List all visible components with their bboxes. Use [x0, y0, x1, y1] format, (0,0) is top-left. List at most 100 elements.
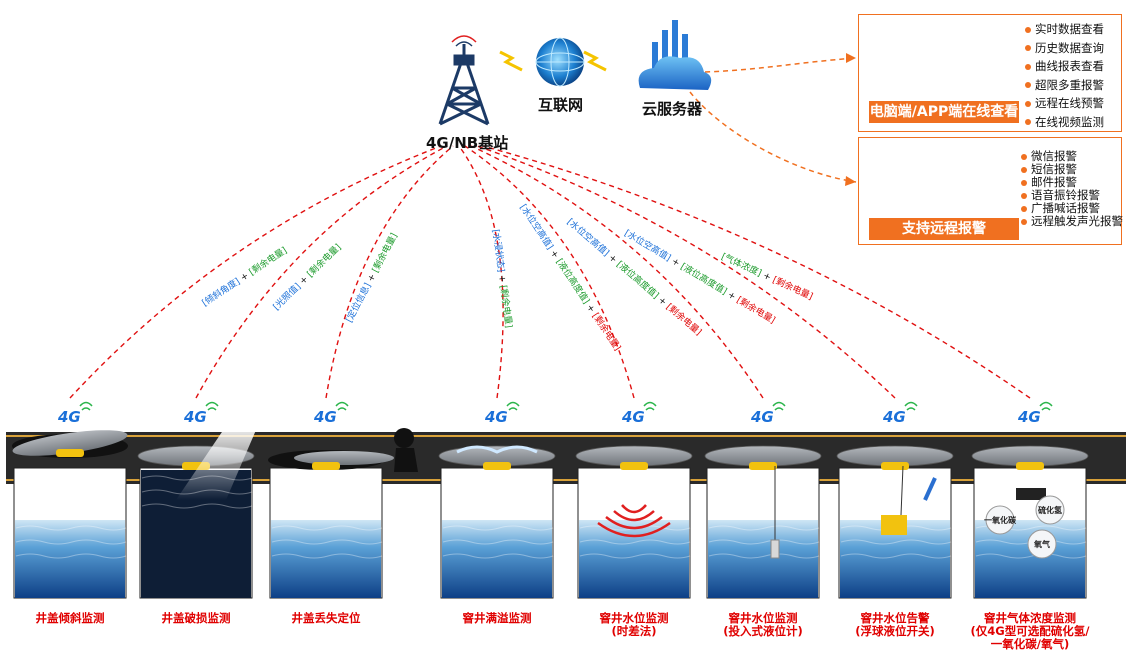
water-body [975, 520, 1085, 598]
bullet-dot-icon [1025, 100, 1031, 107]
caption-line: (投入式液位计) [723, 624, 803, 638]
bullet-dot-icon [1021, 179, 1027, 186]
bullet-dot-icon [1021, 166, 1027, 173]
water-ripple [141, 503, 253, 509]
alarm-feature-label: 广播喊话报警 [1031, 201, 1100, 215]
water-ripple [271, 539, 383, 545]
base-station-label: 4G/NB基站 [426, 134, 509, 152]
link-label-part: + [496, 271, 508, 285]
signal-wave-icon [904, 401, 918, 411]
online-feature-label: 超限多重报警 [1035, 77, 1104, 92]
water-ripple [442, 553, 554, 559]
water-ripple [15, 539, 127, 545]
scenario-caption-7: 窨井气体浓度监测(仅4G型可选配硫化氢/一氧化碳/氧气) [971, 612, 1090, 651]
water-ripple [840, 539, 952, 545]
signal-wave-icon [506, 401, 520, 411]
cloud-server-icon [638, 20, 712, 90]
water-ripple [442, 525, 554, 531]
gas-label-1: 硫化氢 [1038, 505, 1062, 515]
thief-body [394, 448, 418, 472]
4g-signal-icon: 4G [750, 408, 774, 426]
bullet-dot-icon [1021, 218, 1027, 225]
scenario-caption-6: 窨井水位告警(浮球液位开关) [855, 612, 935, 638]
link-label-part: [倾斜角度] [200, 275, 243, 309]
caption-line: 窨井水位告警 [860, 611, 930, 625]
bullet-dot-icon [1025, 119, 1031, 125]
link-label-part: [液位高度值] [614, 258, 661, 301]
sensor-unit [881, 462, 909, 470]
bullet-dot-icon [1021, 205, 1027, 212]
signal-wave-icon [1039, 401, 1053, 411]
alarm-feature-label: 语音振铃报警 [1031, 188, 1100, 202]
link-label-part: [水浸状态] [490, 229, 508, 273]
4g-signal-icon: 4G [484, 408, 508, 426]
thief-figure-icon [394, 428, 414, 448]
submersible-sensor [770, 539, 780, 559]
sensor-unit [483, 462, 511, 470]
link-path-0 [69, 145, 442, 399]
online-view-title: 电脑端/APP端在线查看 [869, 101, 1019, 123]
water-ripple [271, 553, 383, 559]
online-feature-label: 实时数据查看 [1035, 22, 1104, 36]
gas-bubble [985, 505, 1015, 535]
signal-wave-icon [335, 401, 349, 411]
float-switch [881, 515, 907, 535]
gas-label-2: 氧气 [1033, 539, 1050, 549]
gas-bubble [1027, 529, 1057, 559]
alarm-feature-4: 广播喊话报警 [1021, 200, 1100, 216]
sensor-unit [1016, 462, 1044, 470]
caption-line: 窨井水位监测 [728, 611, 798, 625]
water-ripple [708, 553, 820, 559]
online-feature-1: 历史数据查询 [1025, 40, 1104, 56]
bullet-dot-icon [1025, 63, 1031, 70]
link-path-5 [470, 145, 764, 399]
water-ripple [15, 553, 127, 559]
link-label-part: [剩余电量] [664, 301, 704, 338]
gas-label-0: 一氧化碳 [984, 515, 1017, 525]
link-label-part: [水位空高值] [622, 227, 673, 264]
online-feature-label: 历史数据查询 [1035, 40, 1104, 55]
online-feature-label: 在线视频监测 [1035, 114, 1104, 129]
scenario-caption-3: 窨井满溢监测 [463, 612, 532, 625]
internet-label: 互联网 [538, 96, 584, 114]
water-ripple [15, 525, 127, 531]
signal-wave-icon [643, 401, 657, 411]
ultrasonic-wave [621, 504, 647, 514]
signal-wave-icon [205, 401, 219, 411]
online-feature-4: 远程在线预警 [1025, 95, 1104, 111]
alarm-feature-2: 邮件报警 [1021, 174, 1077, 190]
bullet-dot-icon [1025, 45, 1031, 51]
float-cable [900, 465, 904, 516]
link-label-part: [液位高度值] [554, 256, 593, 306]
water-body [442, 520, 552, 598]
link-label-part: [液位高度值] [678, 260, 729, 297]
link-path-2 [325, 145, 454, 399]
4g-signal-icon: 4G [57, 408, 81, 426]
alarm-panel: 支持远程报警 微信报警短信报警邮件报警语音振铃报警广播喊话报警远程触发声光报警 [858, 137, 1123, 245]
link-label-part: [定位信息] [343, 281, 374, 325]
gas-bubble [1035, 495, 1065, 525]
water-ripple [840, 553, 952, 559]
link-path-3 [458, 145, 504, 399]
bullet-dot-icon [1025, 82, 1031, 88]
caption-line: 窨井气体浓度监测 [984, 611, 1076, 625]
signal-wave-icon [79, 401, 93, 411]
online-feature-2: 曲线报表查看 [1025, 58, 1104, 74]
online-feature-5: 在线视频监测 [1025, 114, 1104, 130]
water-body [708, 520, 818, 598]
alarm-feature-1: 短信报警 [1021, 161, 1077, 177]
sensor-unit [749, 462, 777, 470]
online-feature-label: 曲线报表查看 [1035, 59, 1104, 73]
cloud-links [689, 53, 857, 186]
online-feature-label: 远程在线预警 [1035, 96, 1104, 110]
link-label-part: [剩余电量] [369, 231, 400, 275]
water-body [579, 520, 689, 598]
water-ripple [442, 539, 554, 545]
link-label-part: [剩余电量] [771, 274, 815, 303]
cloud-server-label: 云服务器 [642, 100, 703, 118]
link-label-part: [剩余电量] [590, 310, 624, 352]
scenario-caption-1: 井盖破损监测 [162, 612, 231, 625]
overflow-water [456, 445, 538, 454]
caption-line: 井盖丢失定位 [291, 611, 361, 625]
